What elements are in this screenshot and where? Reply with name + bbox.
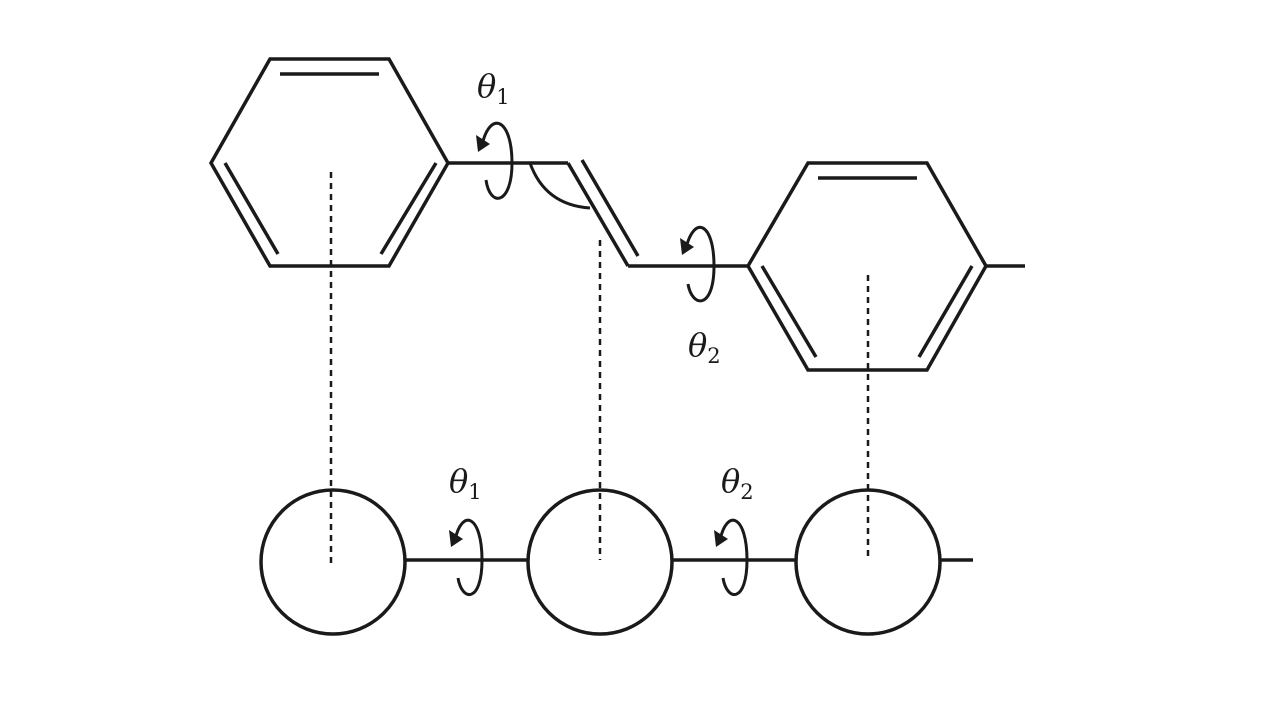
bead-right [794, 488, 942, 636]
bond-angle-arc [528, 162, 591, 210]
left-benzene-ring [208, 57, 451, 268]
molecule-theta2-label: θ2 [688, 326, 721, 368]
right-ring-double-bond-left [760, 265, 818, 358]
right-ring-double-bond-right [917, 265, 974, 358]
molecule-theta2-rotation-icon [680, 225, 716, 303]
vinyl-double-bond-inner [580, 159, 640, 257]
coarse-grained-chain [259, 488, 973, 636]
vinyl-linker [448, 159, 748, 268]
bead-theta2-rotation-icon [714, 518, 749, 596]
bead-middle [526, 488, 674, 636]
bead-left [259, 488, 407, 636]
bead-theta1-label: θ1 [449, 462, 482, 504]
molecule-theta1-label: θ1 [477, 67, 510, 109]
bead-theta2-label: θ2 [721, 462, 754, 504]
bead-theta1-rotation-icon [449, 518, 484, 596]
right-benzene-ring [745, 161, 1025, 372]
left-ring-double-bond-left [223, 162, 280, 255]
left-ring-double-bond-right [379, 162, 438, 255]
molecule-theta1-rotation-icon [476, 121, 514, 200]
vinyl-double-bond-outer [566, 162, 630, 267]
